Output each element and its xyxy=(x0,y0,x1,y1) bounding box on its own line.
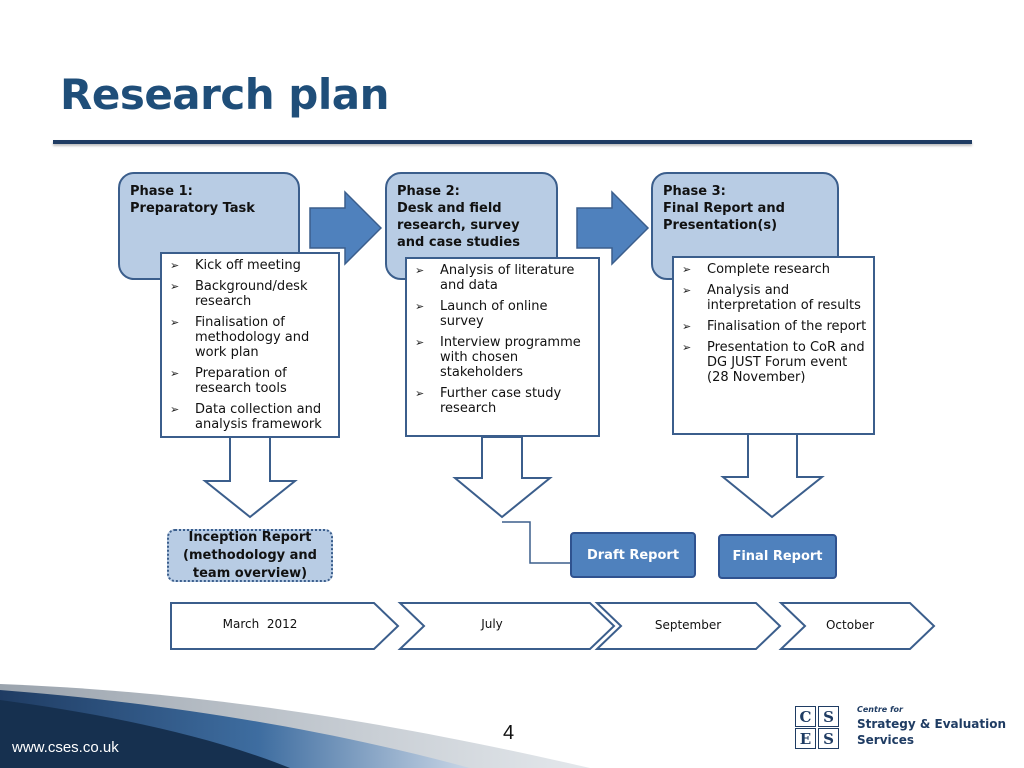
arrow-bullet-icon: ➢ xyxy=(682,284,692,297)
list-item: ➢Interview programme with chosen stakeho… xyxy=(415,335,581,380)
phase-3-title: Phase 3: Final Report and Presentation(s… xyxy=(663,184,785,233)
phase-3-tasks: ➢Complete research ➢Analysis and interpr… xyxy=(672,256,875,435)
phase-1-tasks: ➢Kick off meeting ➢Background/desk resea… xyxy=(160,252,340,438)
logo-letter: C xyxy=(795,706,816,727)
logo-letter: S xyxy=(818,706,839,727)
final-report-box: Final Report xyxy=(718,534,837,579)
logo-letter: E xyxy=(795,728,816,749)
arrow-right-1 xyxy=(309,190,383,266)
arrow-bullet-icon: ➢ xyxy=(170,403,180,416)
arrow-bullet-icon: ➢ xyxy=(415,336,425,349)
logo-line-1: Strategy & Evaluation xyxy=(857,717,1007,731)
arrow-bullet-icon: ➢ xyxy=(682,263,692,276)
timeline-segment-2 xyxy=(397,602,616,650)
logo-letter: S xyxy=(818,728,839,749)
list-item: ➢Analysis and interpretation of results xyxy=(682,283,861,313)
list-item: ➢Further case study research xyxy=(415,386,562,416)
arrow-down-3 xyxy=(720,433,825,519)
list-item: ➢Analysis of literature and data xyxy=(415,263,575,293)
list-item: ➢Presentation to CoR and DG JUST Forum e… xyxy=(682,340,865,385)
logo-line-2: Services xyxy=(857,733,915,747)
inception-report-label: Inception Report (methodology and team o… xyxy=(183,529,317,581)
list-item: ➢Preparation of research tools xyxy=(170,366,287,396)
timeline-label-october: October xyxy=(825,618,875,632)
arrow-bullet-icon: ➢ xyxy=(170,367,180,380)
title-divider xyxy=(53,140,972,144)
timeline-label-march: March 2012 xyxy=(222,617,298,631)
slide-title: Research plan xyxy=(60,70,390,119)
logo-small-text: Centre for xyxy=(857,705,903,714)
timeline-label-september: September xyxy=(654,618,722,632)
timeline-segment-3 xyxy=(594,602,782,650)
arrow-down-1 xyxy=(202,436,298,519)
timeline-label-july: July xyxy=(481,617,503,631)
arrow-bullet-icon: ➢ xyxy=(415,264,425,277)
website-url[interactable]: www.cses.co.uk xyxy=(12,739,119,756)
page-number: 4 xyxy=(503,722,515,744)
timeline-segment-4 xyxy=(778,602,936,650)
list-item: ➢Complete research xyxy=(682,262,831,277)
arrow-bullet-icon: ➢ xyxy=(170,259,180,272)
arrow-bullet-icon: ➢ xyxy=(415,387,425,400)
list-item: ➢Launch of online survey xyxy=(415,299,548,329)
list-item: ➢Background/desk research xyxy=(170,279,308,309)
arrow-bullet-icon: ➢ xyxy=(170,280,180,293)
draft-report-label: Draft Report xyxy=(586,547,680,563)
list-item: ➢Kick off meeting xyxy=(170,258,301,273)
arrow-right-2 xyxy=(576,190,650,266)
arrow-bullet-icon: ➢ xyxy=(170,316,180,329)
final-report-label: Final Report xyxy=(732,549,823,564)
list-item: ➢Finalisation of methodology and work pl… xyxy=(170,315,310,360)
list-item: ➢Finalisation of the report xyxy=(682,319,867,334)
arrow-bullet-icon: ➢ xyxy=(415,300,425,313)
timeline-segment-1 xyxy=(170,602,400,650)
arrow-down-2 xyxy=(452,436,553,519)
phase-1-title: Phase 1: Preparatory Task xyxy=(130,184,255,216)
inception-report-box: Inception Report (methodology and team o… xyxy=(167,529,333,582)
arrow-bullet-icon: ➢ xyxy=(682,341,692,354)
arrow-bullet-icon: ➢ xyxy=(682,320,692,333)
draft-report-box: Draft Report xyxy=(570,532,696,578)
list-item: ➢Data collection and analysis framework xyxy=(170,402,322,432)
footer-swoosh-dark xyxy=(0,700,290,768)
phase-2-tasks: ➢Analysis of literature and data ➢Launch… xyxy=(405,257,600,437)
phase-2-title: Phase 2: Desk and field research, survey… xyxy=(397,184,520,250)
draft-connector xyxy=(502,521,570,564)
